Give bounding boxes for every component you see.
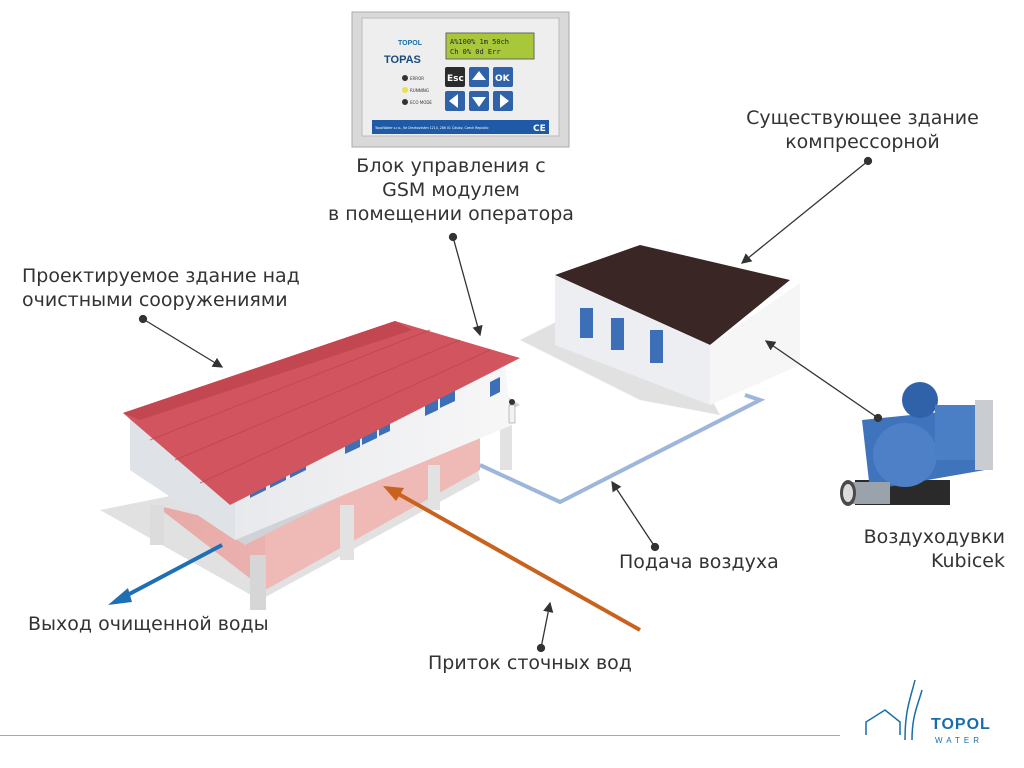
clean-water-outlet-arrowhead: [108, 588, 132, 605]
label-blowers: Воздуходувки Kubicek: [863, 526, 1005, 572]
panel-brand-small: TOPOL: [398, 40, 423, 47]
label-designed-building: Проектируемое здание над очистными соору…: [22, 265, 300, 311]
panel-ce-mark: CE: [533, 124, 546, 134]
panel-lcd-line2: Ch 0% 0d Err: [450, 48, 501, 56]
panel-ok-button[interactable]: [493, 67, 513, 87]
footer-divider: [0, 735, 840, 736]
label-clean-water-outlet: Выход очищенной воды: [28, 613, 269, 635]
label-air-supply: Подача воздуха: [619, 551, 779, 573]
logo-name: TOPOL: [931, 716, 991, 733]
panel-lcd: [445, 32, 535, 60]
topol-water-logo-icon: [865, 679, 923, 741]
blower-machine: [840, 382, 993, 506]
leader-lines: [138, 156, 883, 653]
blower-outlet-pipe: [840, 480, 890, 506]
panel-indicator-error: ERROR: [410, 76, 424, 81]
panel-ok-label: OK: [495, 74, 511, 84]
panel-lcd-line1: A%100% 1m 50ch: [450, 38, 509, 46]
wastewater-inflow-arrow: [394, 490, 641, 632]
operator-figure: [508, 399, 516, 424]
up-arrow-icon: [472, 71, 486, 80]
panel-brand: TOPAS: [384, 54, 421, 66]
logo-sub: WATER: [935, 736, 983, 745]
label-control-unit: Блок управления с GSM модулем в помещени…: [328, 155, 574, 225]
right-arrow-icon: [500, 94, 509, 108]
existing-compressor-building: [555, 245, 800, 405]
wastewater-inflow-arrowhead: [383, 486, 404, 501]
panel-footer-text: TopolWater s.r.o., Ke Dmrkovinám 1214, 2…: [374, 125, 489, 130]
air-supply-pipe: [479, 393, 766, 505]
down-arrow-icon: [472, 97, 486, 107]
clean-water-outlet-arrow: [117, 543, 223, 602]
control-panel: TOPOL TOPAS A%100% 1m 50ch Ch 0% 0d Err …: [351, 11, 570, 148]
label-wastewater-inflow: Приток сточных вод: [428, 652, 632, 674]
panel-footer-bar: [372, 120, 549, 134]
panel-indicator-running: RUNNING: [410, 88, 429, 93]
label-existing-building: Существующее здание компрессорной: [746, 107, 979, 153]
left-arrow-icon: [449, 94, 458, 108]
panel-indicator-eco: ECO MODE: [410, 100, 432, 105]
designed-building: [123, 321, 520, 610]
panel-esc-button[interactable]: [445, 67, 465, 87]
panel-esc-label: Esc: [447, 74, 464, 84]
